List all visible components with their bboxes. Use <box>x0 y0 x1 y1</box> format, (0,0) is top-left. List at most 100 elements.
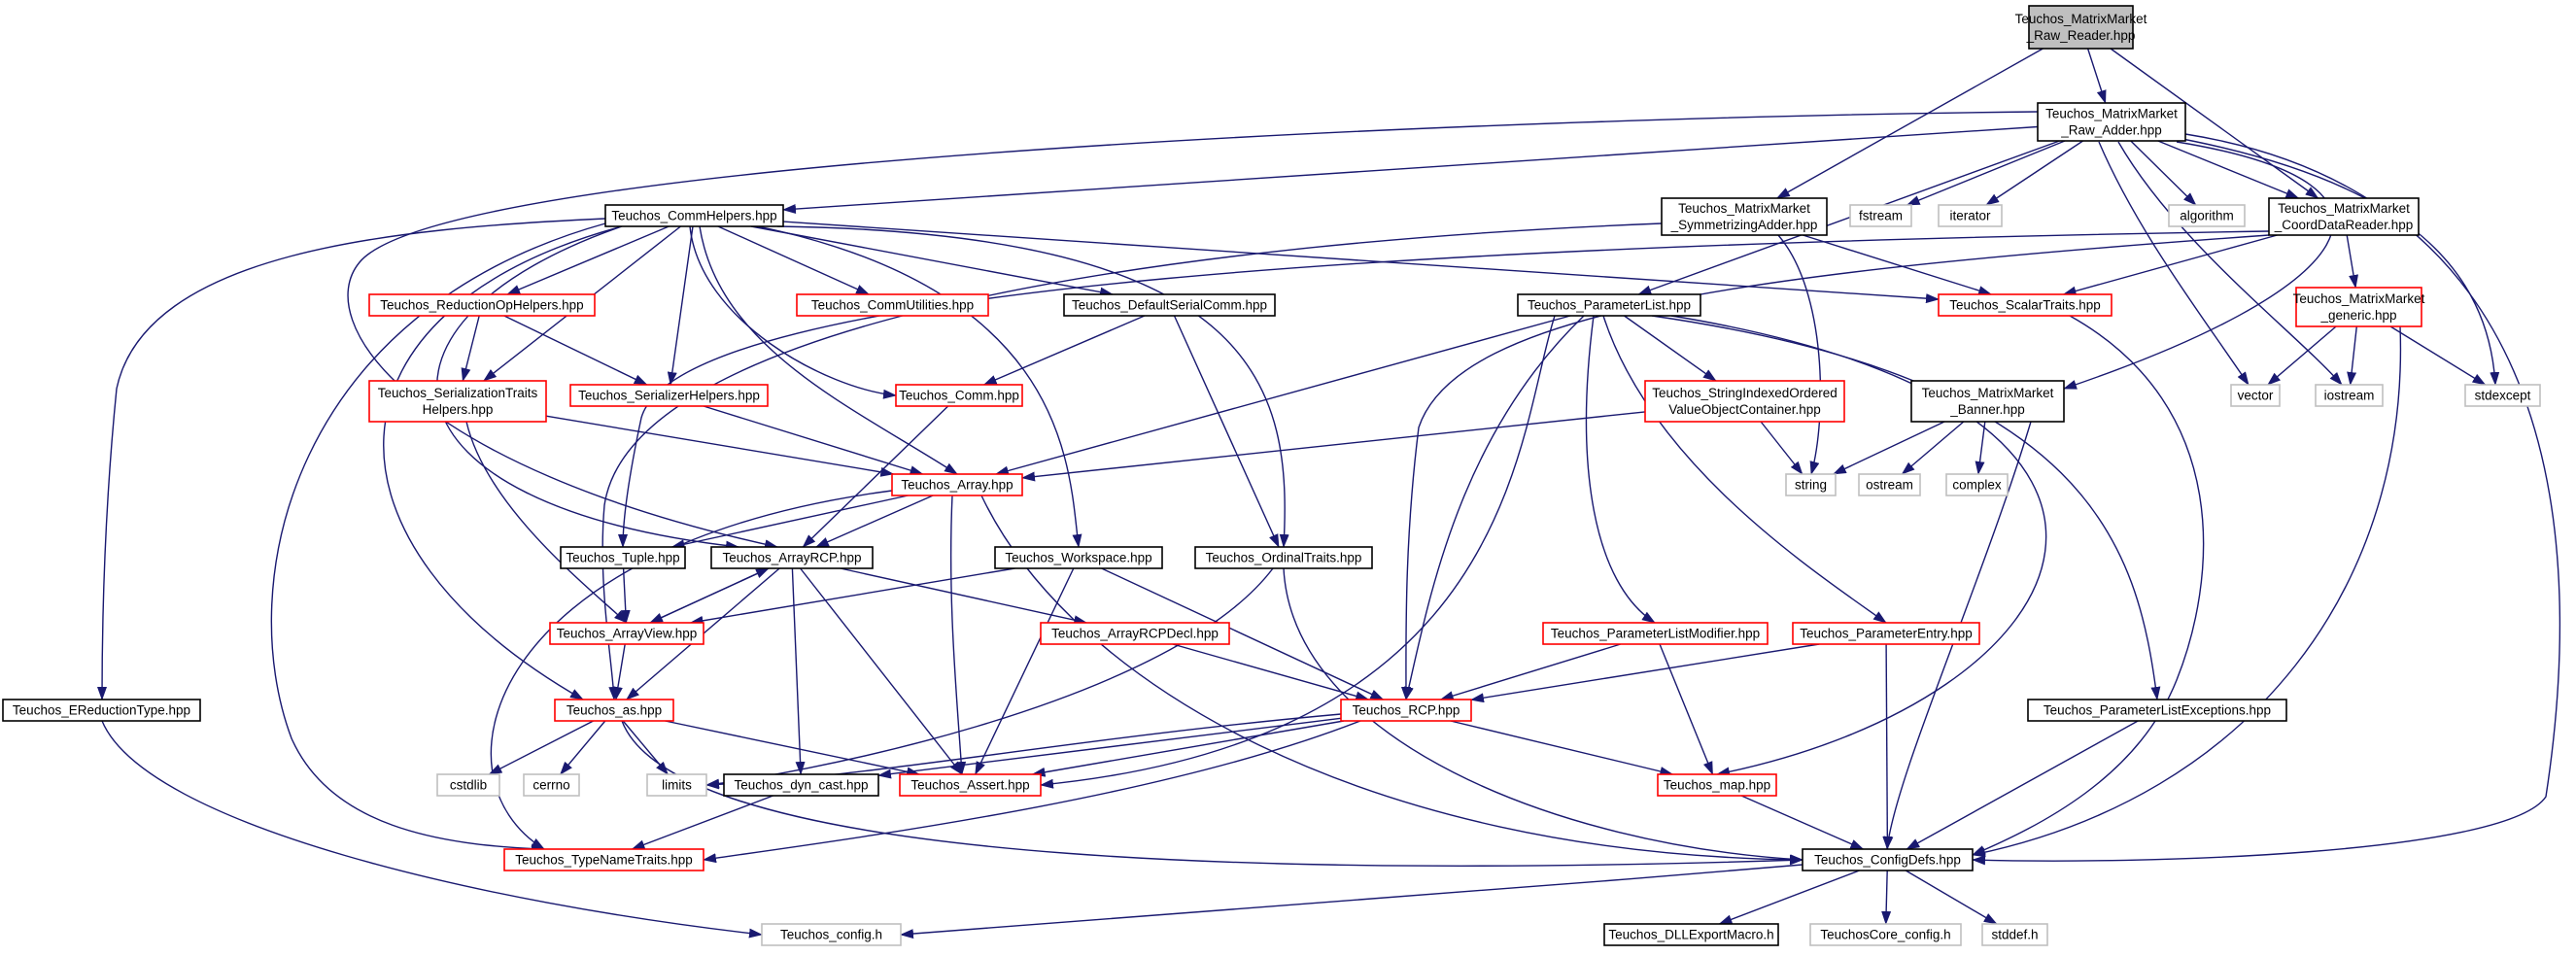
node-cstdlib: cstdlib <box>436 773 500 797</box>
node-scalar_traits[interactable]: Teuchos_ScalarTraits.hpp <box>1938 293 2112 317</box>
edge-param_list-to-str_indexed <box>1624 315 1717 382</box>
node-dllexport[interactable]: Teuchos_DLLExportMacro.h <box>1603 923 1779 946</box>
edge-raw_adder-to-param_list <box>1637 140 2060 295</box>
edge-scalar_traits-to-configdefs <box>1972 315 2205 856</box>
node-label: Teuchos_config.h <box>780 928 882 942</box>
edge-raw_adder-to-banner <box>2063 141 2334 390</box>
edge-array-to-tuple <box>670 495 909 550</box>
node-box <box>569 384 769 407</box>
node-comm_helpers[interactable]: Teuchos_CommHelpers.hpp <box>604 204 784 227</box>
node-box <box>1858 473 1921 496</box>
node-fstream: fstream <box>1849 204 1912 227</box>
node-configdefs[interactable]: Teuchos_ConfigDefs.hpp <box>1802 848 1974 871</box>
edge-array-to-assert <box>949 495 967 775</box>
node-rcp[interactable]: Teuchos_RCP.hpp <box>1340 699 1472 722</box>
node-sym_adder[interactable]: Teuchos_MatrixMarket_SymmetrizingAdder.h… <box>1661 197 1828 236</box>
node-box <box>1802 848 1974 871</box>
node-mm_generic[interactable]: Teuchos_MatrixMarket_generic.hpp <box>2293 287 2425 327</box>
node-label: _CoordDataReader.hpp <box>2274 218 2414 232</box>
node-banner[interactable]: Teuchos_MatrixMarket_Banner.hpp <box>1910 380 2065 423</box>
node-box <box>895 384 1023 407</box>
node-label: Teuchos_ConfigDefs.hpp <box>1814 853 1961 868</box>
node-comm_util[interactable]: Teuchos_CommUtilities.hpp <box>796 293 989 317</box>
edge-workspace-to-rcp <box>1101 567 1385 700</box>
edge-arrayrcp-to-arrayrcp_decl <box>840 567 1088 626</box>
edge-mm_generic-to-configdefs <box>1972 325 2402 858</box>
node-label: cerrno <box>532 778 569 793</box>
node-label: Teuchos_ParameterListModifier.hpp <box>1551 627 1760 641</box>
edge-banner-to-string <box>1832 421 1945 475</box>
edge-as-to-cerrno <box>560 720 606 775</box>
node-array[interactable]: Teuchos_Array.hpp <box>891 473 1023 496</box>
node-raw_reader[interactable]: Teuchos_MatrixMarket_Raw_Reader.hpp <box>2015 5 2147 50</box>
edge-comm_helpers-to-ser_helpers <box>667 225 694 386</box>
node-coord_reader[interactable]: Teuchos_MatrixMarket_CoordDataReader.hpp <box>2268 197 2420 236</box>
node-box <box>1849 204 1912 227</box>
node-default_serial[interactable]: Teuchos_DefaultSerialComm.hpp <box>1063 293 1276 317</box>
node-param_entry[interactable]: Teuchos_ParameterEntry.hpp <box>1792 622 1980 645</box>
node-box <box>2268 197 2420 236</box>
node-map[interactable]: Teuchos_map.hpp <box>1657 773 1777 797</box>
node-box <box>2464 384 2541 407</box>
node-arrayrcp[interactable]: Teuchos_ArrayRCP.hpp <box>710 546 874 569</box>
node-label: Teuchos_CommUtilities.hpp <box>811 298 974 313</box>
node-as[interactable]: Teuchos_as.hpp <box>554 699 674 722</box>
node-assert[interactable]: Teuchos_Assert.hpp <box>899 773 1042 797</box>
node-label: TeuchosCore_config.h <box>1820 928 1950 942</box>
node-label: limits <box>662 778 692 793</box>
node-arrayrcp_decl[interactable]: Teuchos_ArrayRCPDecl.hpp <box>1040 622 1230 645</box>
node-box <box>1938 293 2112 317</box>
node-box <box>994 546 1163 569</box>
edge-ser_traits-to-arrayview <box>465 421 628 624</box>
edge-raw_adder-to-coord_reader <box>2157 140 2300 199</box>
node-raw_adder[interactable]: Teuchos_MatrixMarket_Raw_Adder.hpp <box>2037 102 2186 142</box>
node-box <box>2230 384 2281 407</box>
node-limits: limits <box>646 773 707 797</box>
node-label: Teuchos_as.hpp <box>567 703 662 718</box>
edge-array-to-arrayrcp <box>814 495 934 548</box>
node-box <box>560 546 686 569</box>
edge-arrayview-to-as <box>612 643 626 700</box>
node-ser_helpers[interactable]: Teuchos_SerializerHelpers.hpp <box>569 384 769 407</box>
node-label: Teuchos_SerializationTraits <box>378 386 538 400</box>
node-box <box>1340 699 1472 722</box>
node-label: Teuchos_ArrayRCP.hpp <box>722 551 861 565</box>
node-comm[interactable]: Teuchos_Comm.hpp <box>895 384 1023 407</box>
node-box <box>1938 204 2003 227</box>
node-label: Teuchos_Comm.hpp <box>899 389 1019 403</box>
edge-banner-to-ostream <box>1901 421 1965 475</box>
edge-raw_adder-to-comm_helpers <box>782 125 2039 215</box>
node-algorithm: algorithm <box>2168 204 2246 227</box>
node-label: fstream <box>1859 209 1903 223</box>
edge-tuple-to-arrayview <box>620 567 631 624</box>
node-plist_exceptions[interactable]: Teuchos_ParameterListExceptions.hpp <box>2027 699 2287 722</box>
edge-coord_reader-to-mm_generic <box>2346 234 2358 289</box>
node-box <box>2028 5 2134 50</box>
node-label: Teuchos_MatrixMarket <box>1678 201 1810 216</box>
node-param_list[interactable]: Teuchos_ParameterList.hpp <box>1517 293 1701 317</box>
edge-ser_traits-to-array <box>545 415 895 477</box>
node-arrayview[interactable]: Teuchos_ArrayView.hpp <box>549 622 704 645</box>
node-reduction_op[interactable]: Teuchos_ReductionOpHelpers.hpp <box>368 293 596 317</box>
node-str_indexed[interactable]: Teuchos_StringIndexedOrderedValueObjectC… <box>1644 380 1845 423</box>
node-label: Teuchos_MatrixMarket <box>2015 12 2147 26</box>
node-ereduction[interactable]: Teuchos_EReductionType.hpp <box>2 699 201 722</box>
edge-comm_helpers-to-comm_util <box>717 225 871 295</box>
node-string: string <box>1785 473 1837 496</box>
node-typename[interactable]: Teuchos_TypeNameTraits.hpp <box>503 848 704 871</box>
node-tuple[interactable]: Teuchos_Tuple.hpp <box>560 546 686 569</box>
node-ordinal_traits[interactable]: Teuchos_OrdinalTraits.hpp <box>1194 546 1373 569</box>
edge-param_list-to-param_entry <box>1602 315 1887 624</box>
node-workspace[interactable]: Teuchos_Workspace.hpp <box>994 546 1163 569</box>
edge-str_indexed-to-string <box>1760 421 1803 475</box>
edge-as-to-assert <box>665 720 921 777</box>
node-config_h: Teuchos_config.h <box>761 923 902 946</box>
node-dyn_cast[interactable]: Teuchos_dyn_cast.hpp <box>723 773 879 797</box>
node-label: Teuchos_map.hpp <box>1664 778 1770 793</box>
node-box <box>1657 773 1777 797</box>
node-plist_modifier[interactable]: Teuchos_ParameterListModifier.hpp <box>1542 622 1769 645</box>
node-box <box>1661 197 1828 236</box>
node-stdexcept: stdexcept <box>2464 384 2541 407</box>
node-label: _Banner.hpp <box>1949 402 2025 417</box>
